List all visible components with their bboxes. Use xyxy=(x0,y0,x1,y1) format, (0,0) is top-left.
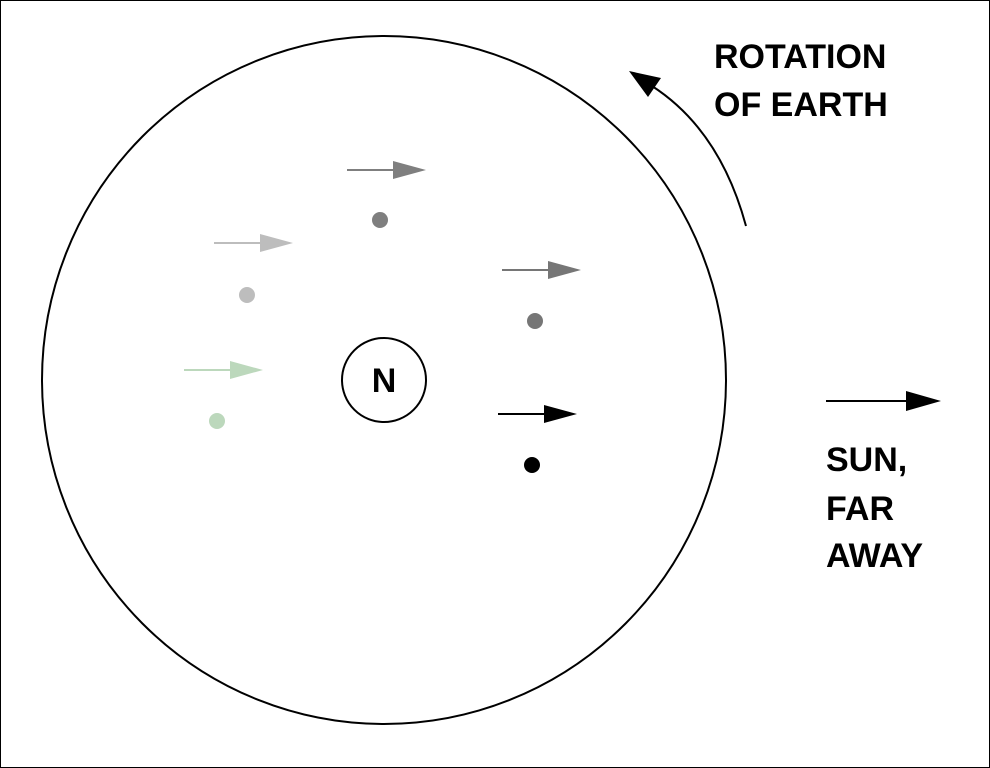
marker-dark-gray xyxy=(502,261,581,329)
rotation-label-line-1: ROTATION xyxy=(714,38,887,76)
marker-light-green xyxy=(184,361,263,429)
position-dot xyxy=(527,313,543,329)
sun-label-line-3: AWAY xyxy=(826,537,923,575)
rotation-arc xyxy=(651,85,747,227)
arrow-head xyxy=(548,261,581,279)
marker-black xyxy=(498,405,577,473)
rotation-arrow xyxy=(629,71,747,227)
arrow-head xyxy=(544,405,577,423)
arrow-head xyxy=(230,361,263,379)
north-pole-label: N xyxy=(372,362,397,400)
position-dot xyxy=(239,287,255,303)
marker-gray-top xyxy=(347,161,426,228)
position-dot xyxy=(372,212,388,228)
sun-label-line-2: FAR xyxy=(826,490,894,528)
marker-light-gray xyxy=(214,234,293,303)
position-dot xyxy=(209,413,225,429)
rotation-label-line-2: OF EARTH xyxy=(714,86,888,124)
north-pole-circle xyxy=(341,337,427,423)
sun-direction-arrow xyxy=(826,391,941,411)
arrow-head xyxy=(260,234,293,252)
earth-circle xyxy=(41,35,727,725)
sun-label-line-1: SUN, xyxy=(826,441,907,479)
arrow-head xyxy=(393,161,426,179)
rotation-arrow-head xyxy=(629,71,661,97)
position-dot xyxy=(524,457,540,473)
